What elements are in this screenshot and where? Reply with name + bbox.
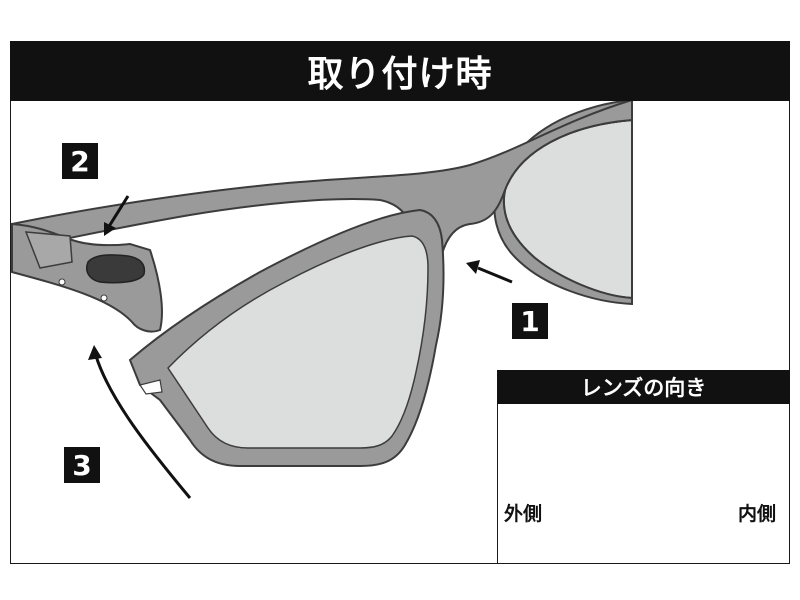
lens-orientation-title: レンズの向き — [497, 370, 790, 404]
arrows — [88, 195, 513, 499]
step-2-badge: 2 — [62, 143, 98, 179]
left-lens-glass — [167, 235, 429, 449]
arrow-3-line — [94, 355, 192, 499]
outer-side-label: 外側 — [504, 503, 543, 525]
inner-side-label: 内側 — [738, 503, 777, 525]
hinge-screw-2 — [100, 294, 108, 302]
arrow-1-line — [477, 266, 513, 284]
lens-clip — [86, 254, 146, 284]
hinge-screw — [58, 278, 66, 286]
hinge-detail — [24, 231, 73, 269]
arrow-2-head — [104, 222, 116, 236]
top-bar — [11, 98, 633, 294]
arrow-1-head — [466, 260, 480, 274]
step-1-badge: 1 — [512, 303, 548, 339]
page-title: 取り付け時 — [10, 41, 790, 101]
step-3-badge: 3 — [64, 447, 100, 483]
left-lens-group — [128, 208, 445, 467]
arrow-2-line — [106, 195, 130, 229]
arrow-3-head — [88, 345, 102, 360]
lens-notch — [139, 379, 163, 395]
